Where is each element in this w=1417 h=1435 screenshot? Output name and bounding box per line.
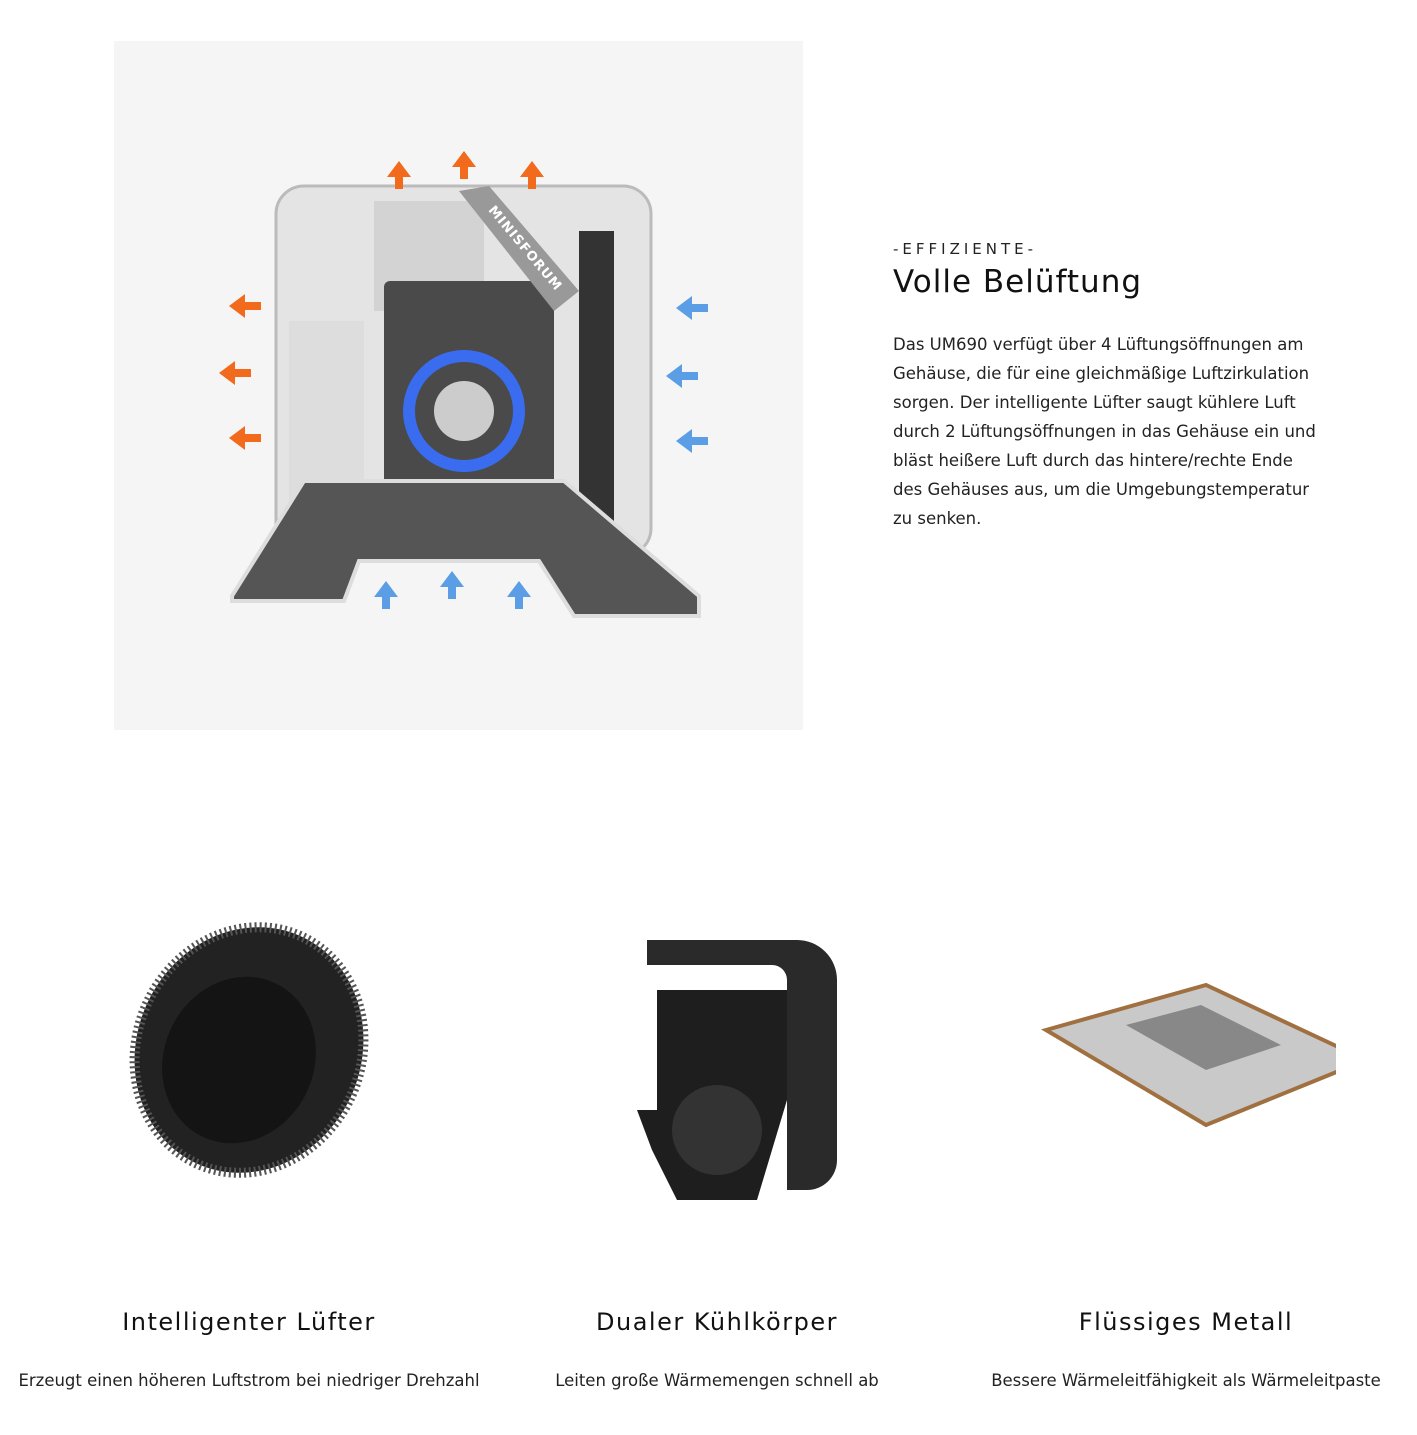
feature-smart-fan: Intelligenter Lüfter Erzeugt einen höher… — [14, 900, 484, 1395]
feature-title: Dualer Kühlkörper — [596, 1308, 838, 1336]
section-eyebrow: -EFFIZIENTE- — [893, 240, 1038, 258]
section-body: Das UM690 verfügt über 4 Lüftungsöffnung… — [893, 335, 1316, 528]
feature-dual-heatsink: Dualer Kühlkörper Leiten große Wärmemeng… — [482, 900, 952, 1395]
fan-image — [129, 922, 369, 1178]
product-airflow-image: MINISFORUM — [114, 41, 803, 730]
feature-liquid-metal: Flüssiges Metall Bessere Wärmeleitfähigk… — [951, 900, 1417, 1395]
mini-pc-illustration: MINISFORUM — [230, 184, 701, 618]
ventilation-section: -EFFIZIENTE- Volle Belüftung Das UM690 v… — [893, 240, 1323, 533]
hot-air-arrows — [219, 151, 544, 450]
heatsink-image — [637, 940, 837, 1200]
feature-title: Intelligenter Lüfter — [122, 1308, 376, 1336]
feature-desc: Leiten große Wärmemengen schnell ab — [555, 1371, 879, 1390]
feature-desc: Bessere Wärmeleitfähigkeit als Wärmeleit… — [991, 1371, 1381, 1390]
feature-desc: Erzeugt einen höheren Luftstrom bei nied… — [18, 1371, 480, 1390]
section-title: Volle Belüftung — [893, 264, 1143, 300]
cool-air-arrows — [374, 296, 708, 609]
chip-image — [1040, 982, 1336, 1128]
feature-title: Flüssiges Metall — [1078, 1308, 1294, 1336]
